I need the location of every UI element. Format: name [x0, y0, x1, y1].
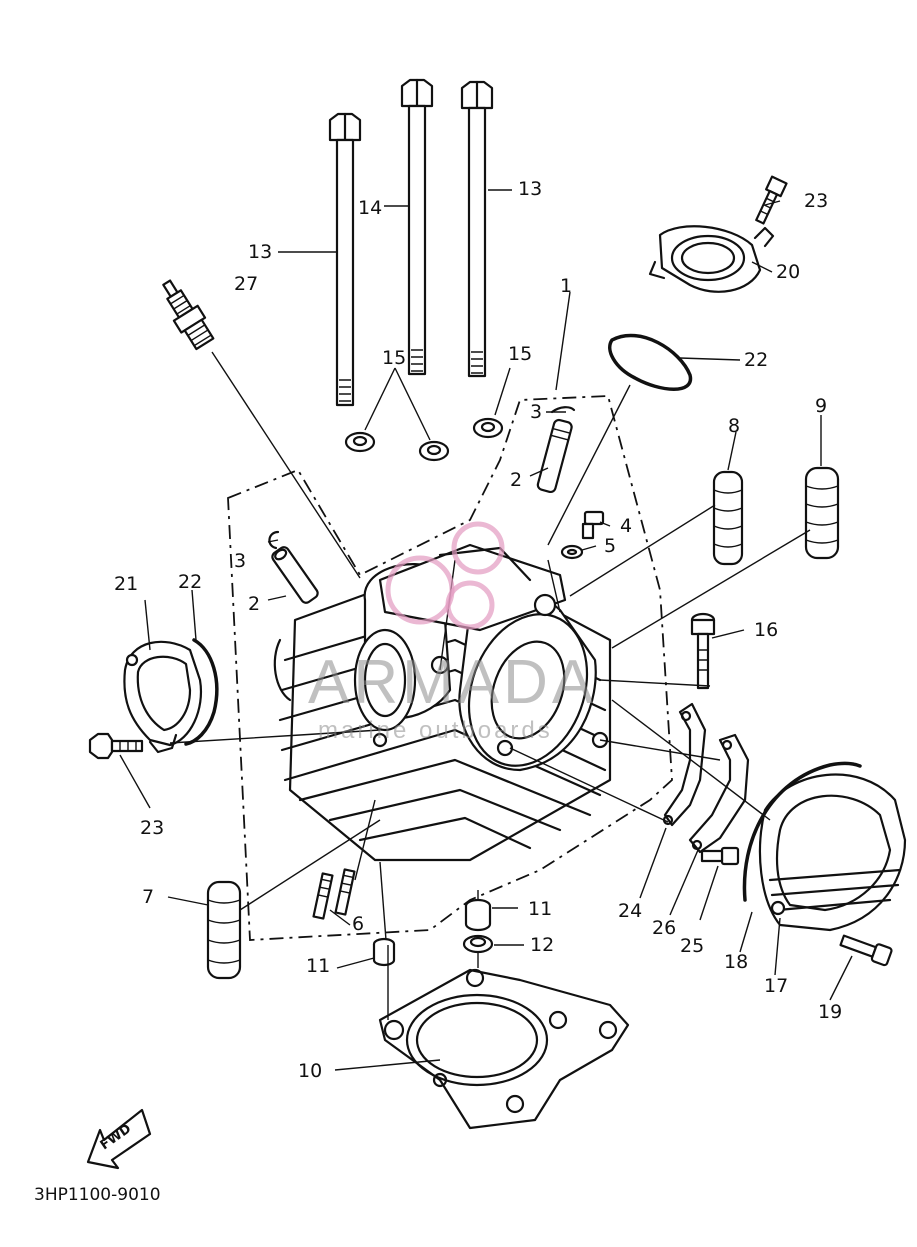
- cylinder-head-bolts: [328, 78, 494, 407]
- label-16: 16: [754, 619, 778, 641]
- dowel-pin-8: [712, 470, 744, 566]
- label-21: 21: [114, 573, 138, 595]
- dowel-pin-9: [804, 466, 840, 560]
- bolt-4: [581, 510, 605, 540]
- leader-lines: [119, 189, 853, 1071]
- label-22: 22: [744, 349, 768, 371]
- label-25: 25: [680, 935, 704, 957]
- assembly-outline: [227, 395, 673, 941]
- label-13: 13: [248, 241, 272, 263]
- label-11: 11: [306, 955, 330, 977]
- watermark-tagline: marine outboards: [318, 717, 553, 744]
- bolt-13-right: [460, 80, 494, 378]
- armada-logo-icon: [385, 521, 505, 630]
- intake-joint-20: [648, 225, 775, 293]
- head-gasket-10: [378, 968, 630, 1130]
- seal-12: [462, 934, 494, 954]
- washers-15: [344, 417, 504, 462]
- label-26: 26: [652, 917, 676, 939]
- gasket-26: [688, 733, 750, 854]
- bolt-14: [400, 78, 434, 376]
- drawing-code: 3HP1100-9010: [34, 1185, 161, 1205]
- label-24: 24: [618, 900, 642, 922]
- watermark-brand: ARMADA: [308, 648, 597, 717]
- bolt-25: [700, 846, 740, 866]
- part-number-labels: 1 2 2 3 3 4 5 6 7 8 9 10 11 11 12 13 13 …: [114, 178, 842, 1082]
- label-5: 5: [604, 535, 616, 557]
- clip-3-lower: [268, 530, 280, 550]
- label-15: 15: [508, 343, 532, 365]
- oring-18: [742, 761, 862, 902]
- studs-6: [312, 868, 356, 920]
- gasket-22-left: [184, 638, 219, 746]
- label-22: 22: [178, 571, 202, 593]
- gasket-24: [662, 702, 707, 827]
- label-15: 15: [382, 347, 406, 369]
- washer-5: [560, 544, 584, 560]
- label-19: 19: [818, 1001, 842, 1023]
- armada-watermark: ARMADA marine outboards: [308, 521, 597, 744]
- label-9: 9: [815, 395, 827, 417]
- dowel-11-lower: [372, 937, 396, 967]
- bolt-19: [839, 934, 893, 967]
- label-8: 8: [728, 415, 740, 437]
- dowel-pin-7: [206, 880, 242, 980]
- label-14: 14: [358, 197, 382, 219]
- label-23: 23: [804, 190, 828, 212]
- gasket-22-upper: [608, 333, 693, 391]
- label-23: 23: [140, 817, 164, 839]
- tappet-cover-21: [123, 640, 203, 754]
- label-2: 2: [510, 469, 522, 491]
- bolt-16: [690, 612, 716, 690]
- label-13: 13: [518, 178, 542, 200]
- bolt-13-left: [328, 112, 362, 407]
- spark-plug: [162, 279, 215, 351]
- label-17: 17: [764, 975, 788, 997]
- valve-guide-2-upper: [536, 418, 573, 494]
- label-7: 7: [142, 886, 154, 908]
- label-3: 3: [530, 401, 542, 423]
- bolt-23-left: [88, 732, 144, 760]
- label-3: 3: [234, 550, 246, 572]
- forward-arrow: FWD: [86, 1108, 152, 1170]
- bolt-23-upper: [755, 175, 788, 225]
- label-10: 10: [298, 1060, 322, 1082]
- cylinder-head-1: [273, 543, 612, 862]
- clip-3-upper: [550, 406, 576, 414]
- label-4: 4: [620, 515, 632, 537]
- label-20: 20: [776, 261, 800, 283]
- label-12: 12: [530, 934, 554, 956]
- label-6: 6: [352, 913, 364, 935]
- dowel-11-upper: [464, 898, 492, 932]
- label-18: 18: [724, 951, 748, 973]
- label-1: 1: [560, 275, 572, 297]
- valve-guide-2-lower: [271, 546, 319, 604]
- tappet-cover-17: [758, 773, 907, 932]
- label-2: 2: [248, 593, 260, 615]
- label-27: 27: [234, 273, 258, 295]
- label-11: 11: [528, 898, 552, 920]
